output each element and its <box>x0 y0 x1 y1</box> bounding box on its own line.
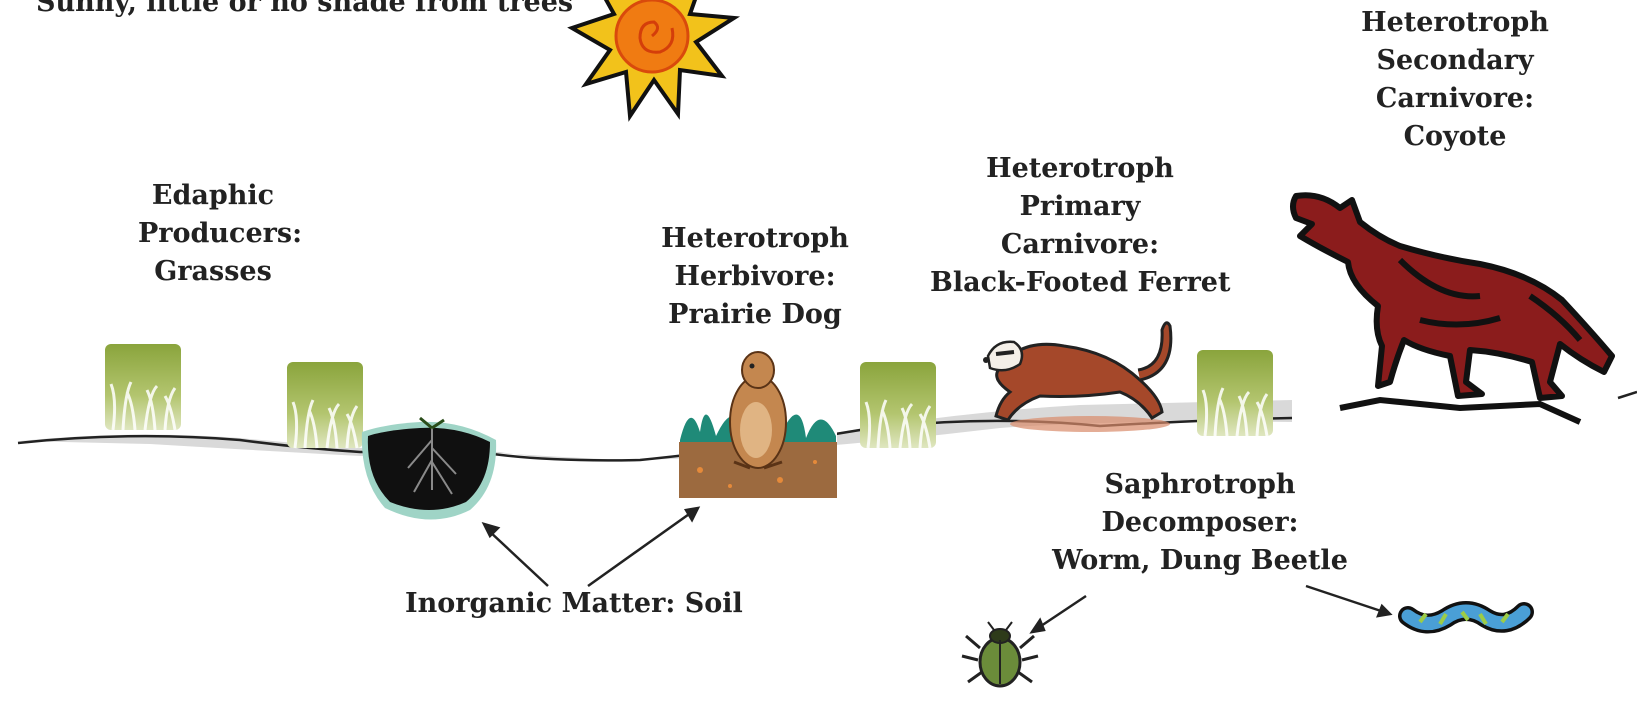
herbivore-line-1: Heterotroph <box>660 220 850 258</box>
secondary-carnivore-line-1: Heterotroph <box>1355 4 1555 42</box>
decomposer-line-2: Decomposer: <box>1050 504 1350 542</box>
primary-carnivore-line-2: Primary <box>930 188 1230 226</box>
herbivore-line-3: Prairie Dog <box>660 296 850 334</box>
sun-label: Sunny, little or no shade from trees <box>36 0 573 22</box>
producers-line-3: Grasses <box>138 253 288 291</box>
producers-line-2: Producers: <box>138 215 288 253</box>
secondary-carnivore-line-3: Carnivore: <box>1355 80 1555 118</box>
decomposer-line-1: Saphrotroph <box>1050 466 1350 504</box>
secondary-carnivore-line-4: Coyote <box>1355 118 1555 156</box>
grass-tuft-icon <box>860 362 936 448</box>
secondary-carnivore-label: Heterotroph Secondary Carnivore: Coyote <box>1355 4 1555 156</box>
primary-carnivore-label: Heterotroph Primary Carnivore: Black-Foo… <box>930 150 1230 302</box>
decomposer-line-3: Worm, Dung Beetle <box>1050 542 1350 580</box>
primary-carnivore-line-1: Heterotroph <box>930 150 1230 188</box>
beetle-icon <box>962 622 1038 686</box>
inorganic-label-text: Inorganic Matter: Soil <box>405 585 735 623</box>
prairie-dog-icon <box>679 352 837 498</box>
inorganic-label: Inorganic Matter: Soil <box>405 585 735 623</box>
primary-carnivore-line-4: Black-Footed Ferret <box>930 264 1230 302</box>
primary-carnivore-line-3: Carnivore: <box>930 226 1230 264</box>
grass-tuft-icon <box>105 344 181 430</box>
herbivore-line-2: Herbivore: <box>660 258 850 296</box>
coyote-icon <box>1293 195 1612 422</box>
sun-icon <box>572 0 734 116</box>
herbivore-label: Heterotroph Herbivore: Prairie Dog <box>660 220 850 334</box>
producers-label: Edaphic Producers: Grasses <box>138 177 288 291</box>
secondary-carnivore-line-2: Secondary <box>1355 42 1555 80</box>
grass-tuft-icon <box>287 362 363 448</box>
producers-line-1: Edaphic <box>138 177 288 215</box>
worm-icon <box>1408 611 1524 624</box>
soil-plant-icon <box>362 418 496 520</box>
sun-label-text: Sunny, little or no shade from trees <box>36 0 573 22</box>
decomposer-label: Saphrotroph Decomposer: Worm, Dung Beetl… <box>1050 466 1350 580</box>
grass-tuft-icon <box>1197 350 1273 436</box>
